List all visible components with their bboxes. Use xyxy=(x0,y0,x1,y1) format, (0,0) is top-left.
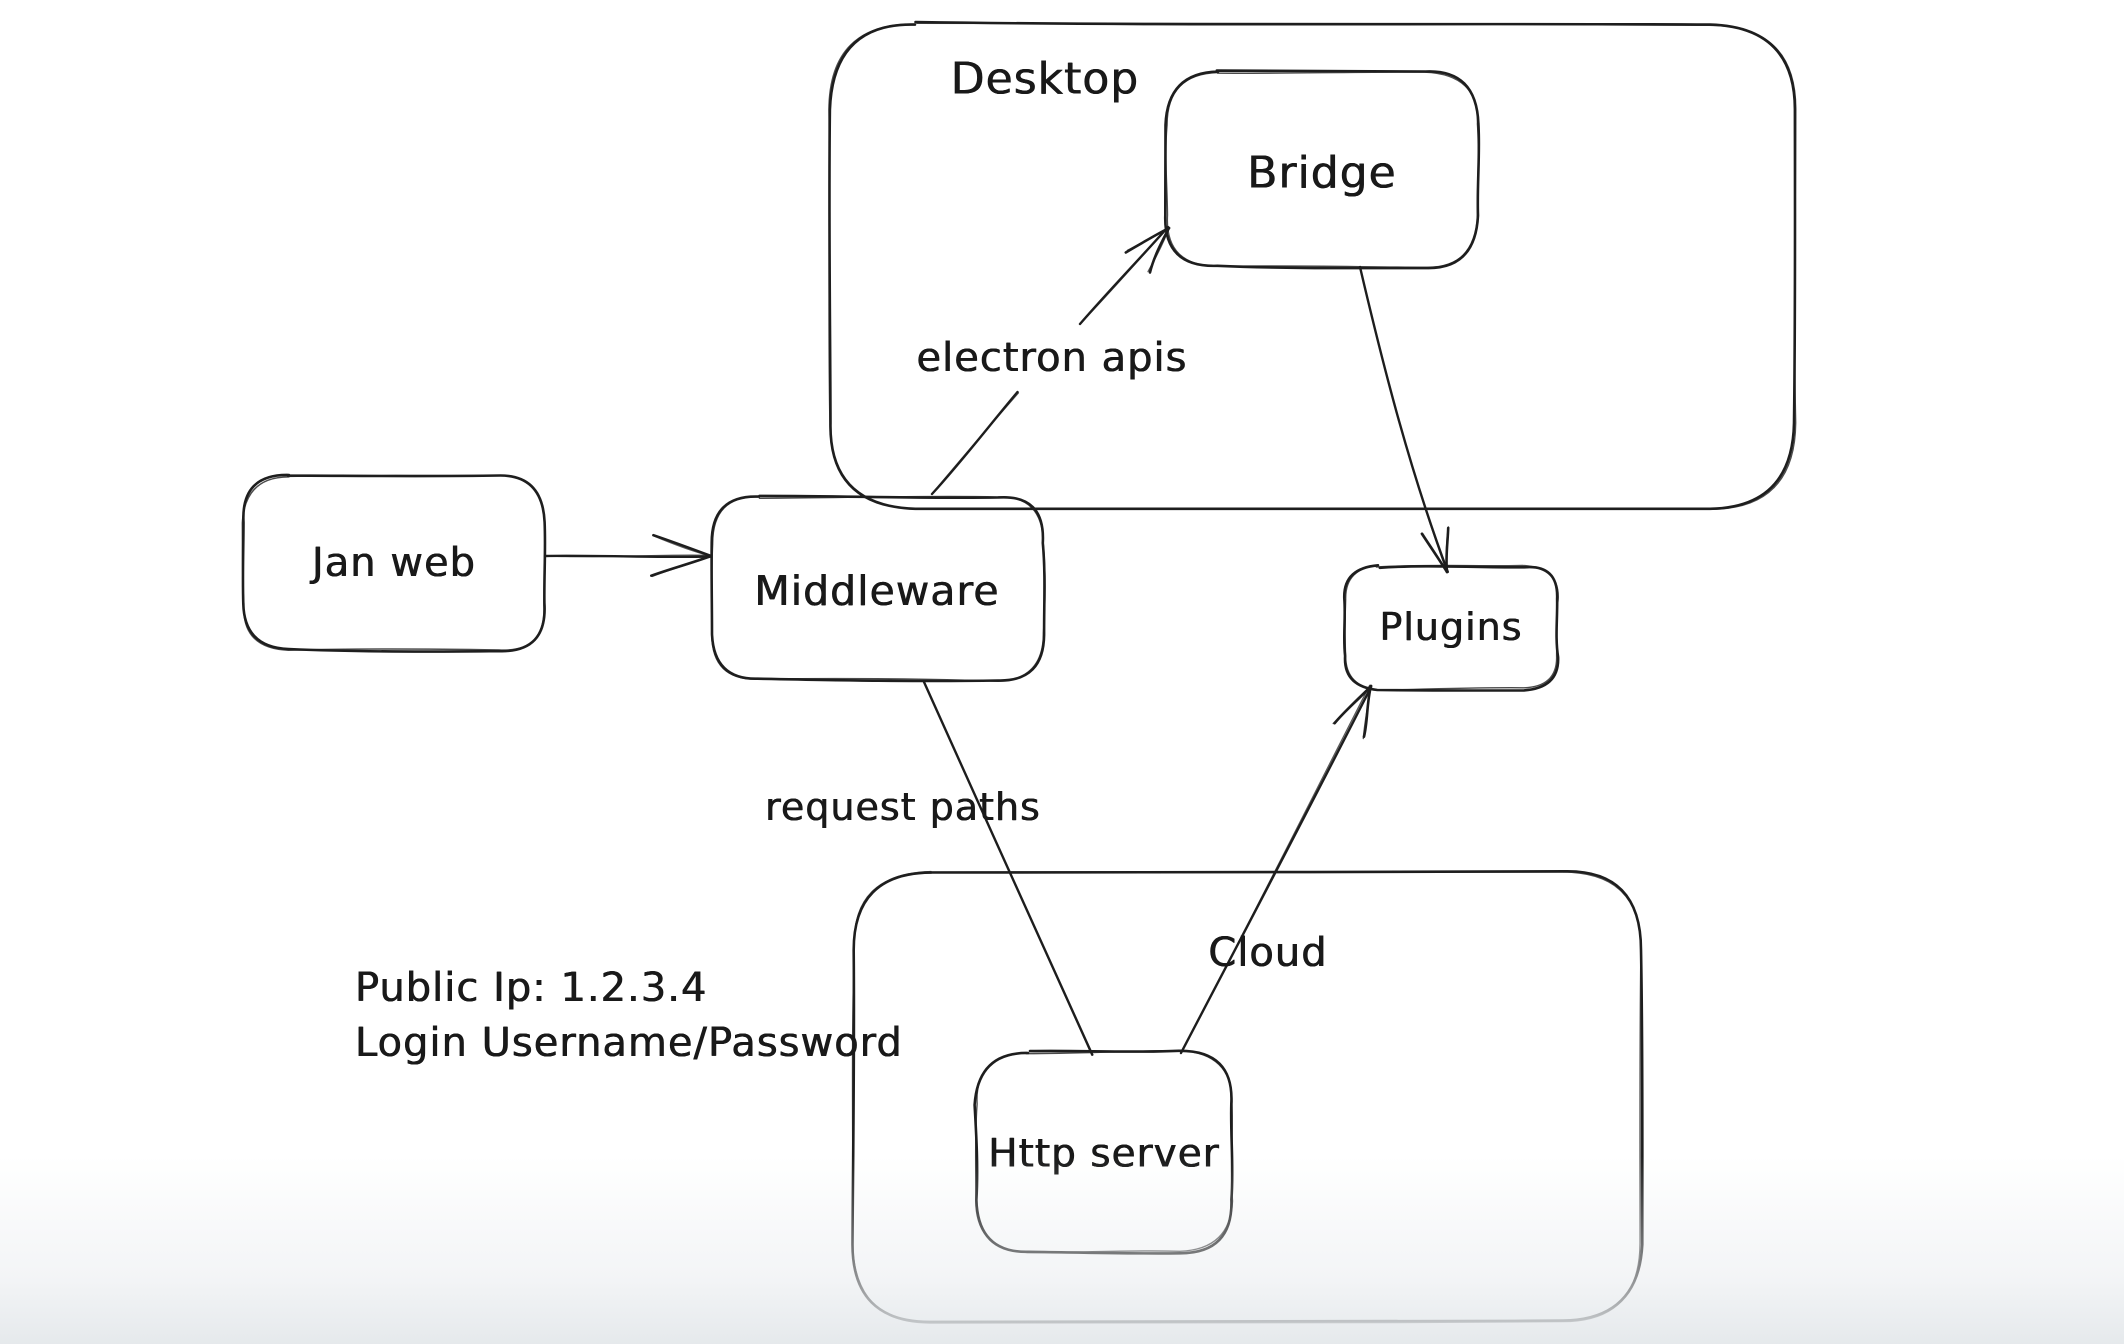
sketch-stroke xyxy=(1180,684,1371,1054)
arrow-bridge-to-plugins[interactable] xyxy=(1358,265,1450,574)
electron-apis-edge-label[interactable]: electron apis xyxy=(916,335,1188,381)
arrow-jan-web-to-middleware[interactable] xyxy=(543,533,713,578)
arrow-http-server-to-plugins[interactable] xyxy=(1179,684,1373,1055)
cloud-container-label[interactable]: Cloud xyxy=(1208,930,1328,976)
sketch-stroke xyxy=(1358,265,1449,574)
request-paths-edge-label[interactable]: request paths xyxy=(765,785,1041,829)
sketch-stroke xyxy=(931,392,1020,495)
plugins-node-label[interactable]: Plugins xyxy=(1379,605,1523,649)
line-middleware-to-http-server[interactable] xyxy=(922,680,1094,1056)
sketch-stroke xyxy=(1079,227,1169,325)
arrow-electron-apis-label-to-bridge[interactable] xyxy=(1078,225,1171,326)
note-login-credentials[interactable]: Login Username/Password xyxy=(355,1020,903,1066)
sketch-stroke xyxy=(923,681,1093,1056)
sketch-stroke xyxy=(652,533,713,558)
sketch-stroke xyxy=(1359,266,1448,573)
sketch-stroke xyxy=(651,555,712,578)
desktop-container-label[interactable]: Desktop xyxy=(950,53,1140,105)
line-middleware-to-electron-apis-label[interactable] xyxy=(930,390,1020,496)
http-server-node-label[interactable]: Http server xyxy=(988,1131,1220,1177)
middleware-node-label[interactable]: Middleware xyxy=(754,567,1000,615)
note-public-ip[interactable]: Public Ip: 1.2.3.4 xyxy=(355,965,708,1011)
bridge-node-label[interactable]: Bridge xyxy=(1247,147,1397,199)
jan-web-node-label[interactable]: Jan web xyxy=(311,540,477,586)
